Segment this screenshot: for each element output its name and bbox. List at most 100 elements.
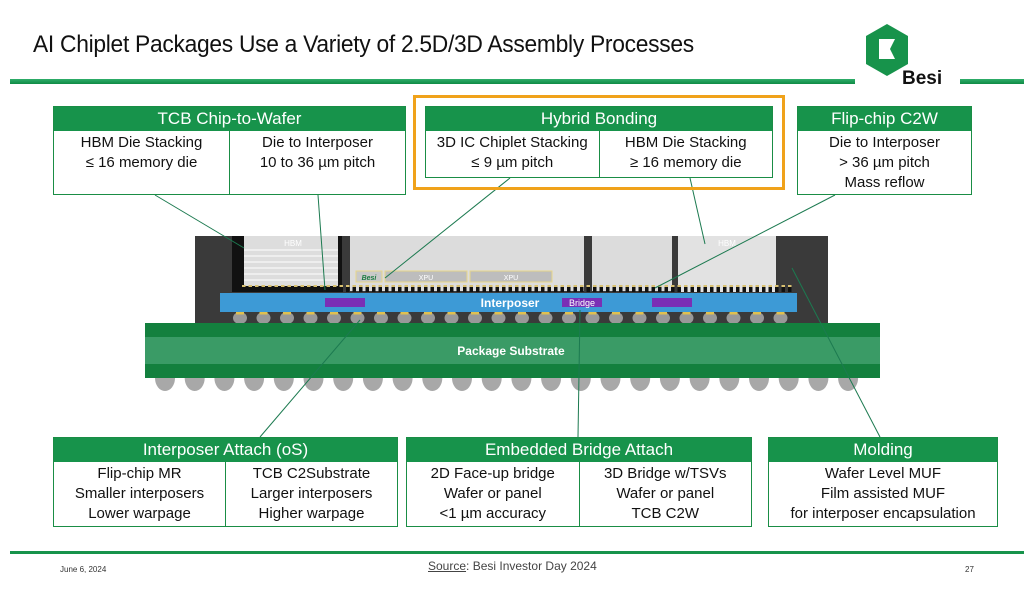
substrate-label: Package Substrate: [457, 344, 565, 358]
microbump: [729, 286, 733, 292]
microbump: [593, 286, 597, 292]
solder-ball: [214, 378, 235, 391]
microbump: [541, 286, 545, 292]
source-text: : Besi Investor Day 2024: [466, 559, 597, 573]
solder-ball: [511, 378, 532, 392]
tcb-chip-to-wafer-box: TCB Chip-to-Wafer HBM Die Stacking≤ 16 m…: [53, 106, 406, 195]
bridge-right: [652, 298, 692, 307]
microbump: [398, 286, 402, 292]
microbump: [658, 286, 662, 292]
solder-ball: [600, 378, 621, 391]
microbump: [547, 286, 551, 292]
c4-bump: [374, 312, 388, 324]
solder-ball: [244, 378, 265, 391]
cell-line: 3D IC Chiplet Stacking: [436, 134, 588, 151]
cell-line: > 36 µm pitch: [839, 154, 930, 171]
c4-bump: [656, 312, 670, 324]
cell-line: Wafer or panel: [616, 485, 715, 502]
microbump: [710, 286, 714, 292]
source-label: Source: [428, 559, 467, 573]
microbump: [489, 286, 493, 292]
solder-ball: [303, 378, 324, 391]
microbump: [599, 286, 603, 292]
box-cell: 3D IC Chiplet Stacking ≤ 9 µm pitch: [426, 131, 599, 177]
solder-ball: [659, 378, 680, 391]
c4-bump: [703, 312, 717, 324]
microbump: [346, 286, 350, 292]
microbump: [333, 286, 337, 292]
microbump: [294, 286, 298, 292]
cell-line: ≤ 9 µm pitch: [471, 154, 554, 171]
microbump: [437, 286, 441, 292]
besi-logo: Besi: [862, 22, 942, 89]
microbump: [742, 286, 746, 292]
microbump: [248, 286, 252, 292]
microbump: [645, 286, 649, 292]
cell-line: 3D Bridge w/TSVs: [603, 465, 727, 482]
slide-title: AI Chiplet Packages Use a Variety of 2.5…: [33, 31, 694, 58]
c4-bump: [585, 312, 600, 324]
cell-line: 2D Face-up bridge: [430, 465, 555, 482]
microbump: [580, 286, 584, 292]
solder-ball: [541, 378, 562, 391]
microbump: [768, 286, 772, 292]
microbump: [690, 286, 694, 292]
footer-date: June 6, 2024: [60, 565, 107, 574]
microbump: [326, 286, 330, 292]
header-divider: [10, 79, 855, 84]
interposer: [220, 293, 797, 312]
microbump: [638, 286, 642, 292]
cell-line: Smaller interposers: [74, 485, 205, 502]
cell-line: Wafer or panel: [443, 485, 542, 502]
box-header: Hybrid Bonding: [426, 107, 772, 131]
cell-line: TCB C2Substrate: [252, 465, 371, 482]
cell-line: Lower warpage: [88, 505, 191, 522]
microbump: [255, 286, 259, 292]
chiplet-die: [592, 236, 672, 291]
c4-bump: [256, 312, 271, 324]
microbump: [476, 286, 480, 292]
microbump: [671, 286, 675, 292]
c4-bump: [632, 312, 647, 324]
c4-bump: [444, 312, 459, 324]
solder-ball: [749, 378, 769, 391]
page-number: 27: [965, 565, 974, 574]
microbump: [378, 286, 382, 292]
microbump: [554, 286, 558, 292]
cell-line: <1 µm accuracy: [439, 505, 547, 522]
microbump: [573, 286, 577, 292]
microbump: [242, 286, 246, 292]
solder-ball: [808, 378, 829, 391]
cell-line: Higher warpage: [258, 505, 365, 522]
microbump: [287, 286, 291, 292]
footer-divider: [10, 551, 1024, 554]
microbump: [632, 286, 636, 292]
box-cell: HBM Die Stacking ≤ 16 memory die: [54, 131, 229, 194]
footer-source: Source: Besi Investor Day 2024: [428, 559, 597, 573]
cell-line: ≤ 16 memory die: [85, 154, 198, 171]
cell-line: HBM Die Stacking: [80, 134, 203, 151]
cell-line: ≥ 16 memory die: [629, 154, 742, 171]
solder-ball: [778, 378, 799, 391]
c4-bump: [726, 312, 741, 324]
microbump: [521, 286, 525, 292]
microbump: [424, 286, 428, 292]
cell-line: Larger interposers: [250, 485, 373, 502]
embedded-bridge-attach-box: Embedded Bridge Attach 2D Face-up bridge…: [406, 437, 752, 527]
microbump: [320, 286, 324, 292]
microbump: [300, 286, 304, 292]
microbump: [703, 286, 707, 292]
besi-die-label: Besi: [362, 275, 378, 282]
cell-line: Wafer Level MUF: [824, 465, 942, 482]
microbump: [313, 286, 317, 292]
solder-ball: [362, 378, 383, 391]
microbump: [723, 286, 727, 292]
microbump: [417, 286, 421, 292]
solder-ball: [570, 378, 591, 391]
